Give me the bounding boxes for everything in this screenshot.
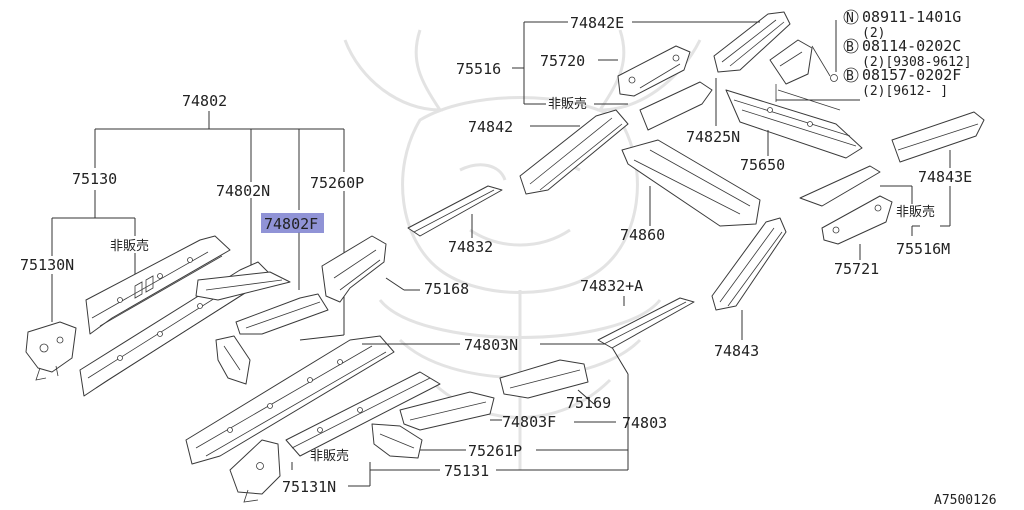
label-75131N[interactable]: 75131N xyxy=(282,478,336,496)
label-74803F[interactable]: 74803F xyxy=(502,413,556,431)
label-75168[interactable]: 75168 xyxy=(424,280,469,298)
label-75131[interactable]: 75131 xyxy=(444,462,489,480)
label-75721[interactable]: 75721 xyxy=(834,260,879,278)
label-75260P[interactable]: 75260P xyxy=(310,174,364,192)
part-75721-bracket xyxy=(799,165,893,245)
part-75131N-bracket xyxy=(229,439,281,503)
label-74803N[interactable]: 74803N xyxy=(464,336,518,354)
part-74842E-rail xyxy=(713,11,791,73)
part-74843E-rail xyxy=(891,111,985,163)
label-74802[interactable]: 74802 xyxy=(182,92,227,110)
label-75516[interactable]: 75516 xyxy=(456,60,501,78)
fastener-legend: N 08911-1401G (2) B 08114-0202C (2)[9308… xyxy=(843,8,972,99)
label-75720[interactable]: 75720 xyxy=(540,52,585,70)
part-74803N-rail xyxy=(185,335,395,465)
label-75130N[interactable]: 75130N xyxy=(20,256,74,274)
fastener-detail-b2: (2)[9612- ] xyxy=(862,84,948,99)
fastener-qty-n1: (2) xyxy=(862,26,885,41)
nut-symbol: N xyxy=(846,11,854,26)
part-75260P-plate xyxy=(215,335,251,385)
part-75130-rail xyxy=(85,235,231,335)
label-74843[interactable]: 74843 xyxy=(714,342,759,360)
label-74832[interactable]: 74832 xyxy=(448,238,493,256)
not-for-sale-note: 非販売 xyxy=(310,448,349,464)
label-74842E[interactable]: 74842E xyxy=(570,14,624,32)
part-75650-crossmember xyxy=(725,89,863,159)
part-74860-crossmember xyxy=(621,139,761,227)
label-74825N[interactable]: 74825N xyxy=(686,128,740,146)
label-75261P[interactable]: 75261P xyxy=(468,442,522,460)
bolt-symbol: B xyxy=(846,69,854,84)
label-75130[interactable]: 75130 xyxy=(72,170,117,188)
fastener-08157-0202F[interactable]: 08157-0202F xyxy=(862,66,961,84)
not-for-sale-note: 非販売 xyxy=(896,204,935,220)
part-75261P-plate xyxy=(371,423,423,459)
fastener-detail-b1: (2)[9308-9612] xyxy=(862,55,972,70)
label-74803[interactable]: 74803 xyxy=(622,414,667,432)
part-74832A-rail xyxy=(597,297,695,349)
label-74860[interactable]: 74860 xyxy=(620,226,665,244)
part-75720-bracket xyxy=(617,45,691,97)
part-74802F-rail xyxy=(235,293,329,335)
fastener-08114-0202C[interactable]: 08114-0202C xyxy=(862,37,961,55)
part-75130N-bracket xyxy=(25,321,77,381)
label-75516M[interactable]: 75516M xyxy=(896,240,950,258)
label-74832A[interactable]: 74832+A xyxy=(580,277,643,295)
part-74803F-rail xyxy=(399,391,495,431)
highlight-marker xyxy=(261,213,324,233)
not-for-sale-note: 非販売 xyxy=(110,238,149,254)
part-74843-rail xyxy=(711,217,787,311)
label-74802N[interactable]: 74802N xyxy=(216,182,270,200)
leaders-upper xyxy=(471,20,951,340)
fastener-08911-1401G[interactable]: 08911-1401G xyxy=(862,8,961,26)
part-74802N-rail xyxy=(195,271,291,301)
part-74803-rail xyxy=(285,371,441,457)
part-74832-rail xyxy=(407,185,503,237)
part-75169-channel xyxy=(499,359,589,399)
not-for-sale-note: 非販売 xyxy=(548,96,587,112)
diagram-code: A7500126 xyxy=(934,493,997,508)
bolt-symbol: B xyxy=(846,40,854,55)
part-75168-panel xyxy=(321,235,387,303)
label-74843E[interactable]: 74843E xyxy=(918,168,972,186)
label-75650[interactable]: 75650 xyxy=(740,156,785,174)
leaders-lower-left xyxy=(291,343,629,487)
part-74842-rail xyxy=(519,81,713,195)
label-74842[interactable]: 74842 xyxy=(468,118,513,136)
label-75169[interactable]: 75169 xyxy=(566,394,611,412)
label-74802F[interactable]: 74802F xyxy=(264,215,318,233)
